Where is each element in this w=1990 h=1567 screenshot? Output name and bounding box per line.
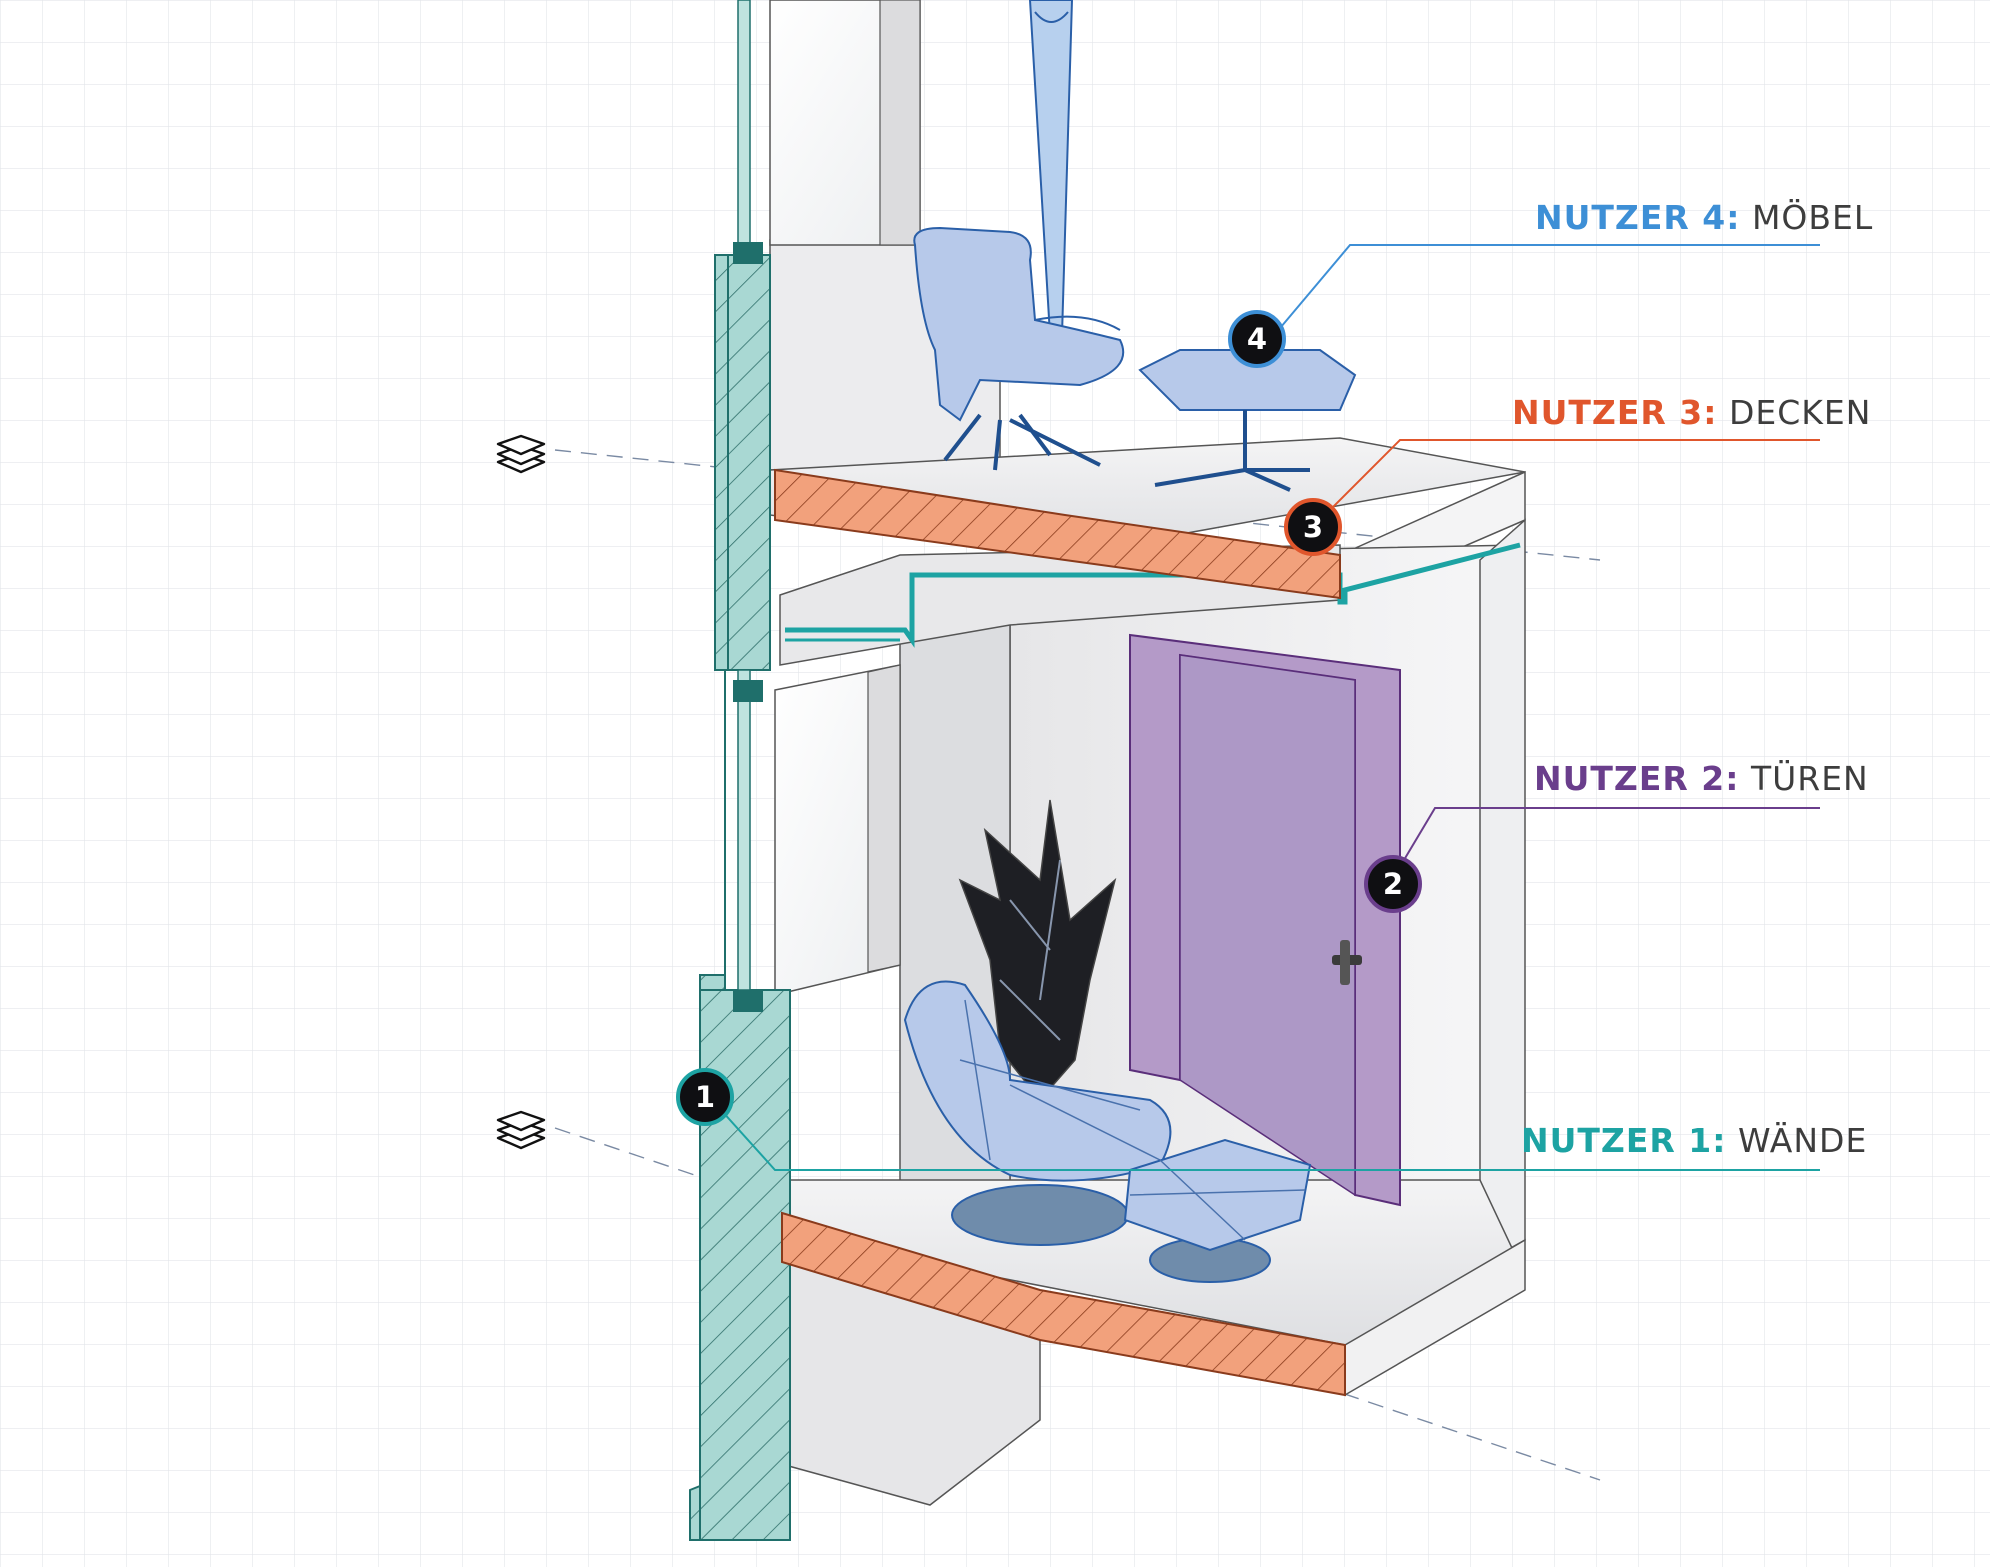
upper-ottoman [1138, 349, 1357, 492]
badge-2: 2 [1364, 855, 1422, 913]
badge-4: 4 [1228, 310, 1286, 368]
label-user3-key: NUTZER 3: [1512, 393, 1718, 432]
lower-chair [903, 980, 1172, 1246]
leader-user4 [1269, 244, 1820, 341]
leader-user3 [1319, 439, 1820, 521]
door [1129, 633, 1401, 1207]
label-user3: NUTZER 3: DECKEN [1512, 393, 1871, 433]
label-user1-value: WÄNDE [1737, 1121, 1868, 1160]
label-user1: NUTZER 1: WÄNDE [1521, 1121, 1867, 1161]
label-user2: NUTZER 2: TÜREN [1534, 759, 1869, 799]
leader-user1 [711, 1099, 1820, 1171]
badge-1: 1 [676, 1068, 734, 1126]
label-user4-value: MÖBEL [1751, 198, 1874, 237]
badge-3: 3 [1284, 498, 1342, 556]
label-user1-key: NUTZER 1: [1521, 1121, 1727, 1160]
layers-icon[interactable] [492, 1104, 550, 1156]
layers-icon[interactable] [492, 428, 550, 480]
label-user4: NUTZER 4: MÖBEL [1535, 198, 1873, 238]
upper-chair [913, 226, 1125, 471]
label-user3-value: DECKEN [1728, 393, 1872, 432]
ceiling-slabs [774, 468, 1346, 1397]
leader-user2 [1394, 807, 1820, 876]
lower-ottoman [1123, 1138, 1312, 1283]
label-user2-key: NUTZER 2: [1534, 759, 1740, 798]
leader-lines [711, 244, 1820, 1171]
label-user4-key: NUTZER 4: [1535, 198, 1741, 237]
label-user2-value: TÜREN [1750, 759, 1869, 798]
